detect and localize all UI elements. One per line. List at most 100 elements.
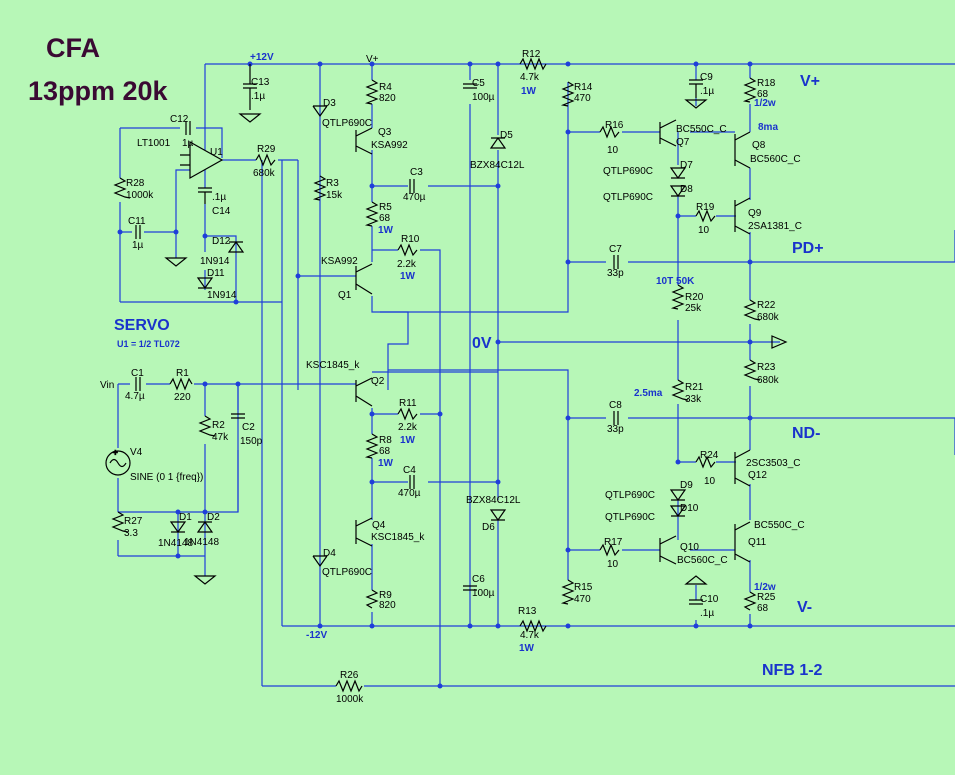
r10-power: 1W [400,271,416,282]
r23-symbol [743,359,761,381]
c12-symbol [185,121,191,135]
r3-ref: R3 [326,178,339,189]
c8-val: 33p [607,424,624,435]
r8-symbol [364,433,379,459]
r18-symbol [742,77,757,103]
r17-val: 10 [607,559,619,570]
r14-val: 470 [574,93,591,104]
r10-ref: R10 [401,234,420,245]
r11-ref: R11 [399,398,417,409]
d5-symbol [489,136,507,149]
r5-val: 68 [379,213,391,224]
net-nfb: NFB 1-2 [762,662,823,679]
d2-ref: D2 [207,512,220,523]
r19-ref: R19 [696,202,715,213]
c6-ref: C6 [472,574,485,585]
c10-ref: C10 [700,594,719,605]
r28-val: 1000k [126,190,154,201]
q8-symbol [734,131,751,169]
v4-val: SINE (0 1 {freq}) [130,472,203,483]
d3-val: QTLP690C [322,118,372,129]
v4-source: + [105,447,131,476]
c5-ref: C5 [472,78,485,89]
r16-ref: R16 [605,120,624,131]
d10-val: QTLP690C [605,512,655,523]
q12-ref: Q12 [748,470,767,481]
q12-val: 2SC3503_C [746,458,800,469]
d5-ref: D5 [500,130,513,141]
note-pot: 10T 50K [656,276,695,287]
c10-val: .1µ [700,608,714,619]
r22-ref: R22 [757,300,776,311]
r2-ref: R2 [212,420,225,431]
d1-ref: D1 [179,512,192,523]
q11-val: BC550C_C [754,520,805,531]
net-pd-plus: PD+ [792,240,824,257]
d11-symbol [196,277,214,290]
r5-symbol [364,201,379,227]
r21-val: 33k [685,394,702,405]
r16-val: 10 [607,145,619,156]
d6-val: BZX84C12L [466,495,521,506]
d8-ref: D8 [680,184,693,195]
r21-ref: R21 [685,382,704,393]
note-half-w-bottom: 1/2w [754,582,776,593]
r20-ref: R20 [685,292,704,303]
q11-ref: Q11 [748,537,767,548]
q1-ref: Q1 [338,290,352,301]
q3-ref: Q3 [378,127,392,138]
net-nd-minus: ND- [792,425,820,442]
q8-val: BC560C_C [750,154,801,165]
q10-ref: Q10 [680,542,699,553]
r2-symbol [198,415,216,437]
r25-val: 68 [757,603,769,614]
d5-val: BZX84C12L [470,160,525,171]
d10-ref: D10 [680,503,699,514]
r22-symbol [743,299,761,321]
d9-symbol [669,489,687,502]
r9-val: 820 [379,600,396,611]
d11-val: 1N914 [207,290,237,301]
note-2-5ma: 2.5ma [634,388,663,399]
q7-symbol [659,119,677,147]
v4-ref: V4 [130,447,143,458]
servo-title: SERVO [114,317,170,334]
r26-symbol [335,679,363,693]
q9-symbol [734,197,751,235]
net-vplus: V+ [800,73,820,90]
c13-ref: C13 [251,77,270,88]
q2-val: KSC1845_k [306,360,360,371]
r13-val: 4.7k [520,630,540,641]
r26-ref: R26 [340,670,359,681]
rail-vplus-top: V+ [366,54,379,65]
r24-ref: R24 [700,450,719,461]
c10-symbol [689,599,703,605]
c5-symbol [463,83,477,89]
r4-val: 820 [379,93,396,104]
r29-symbol [255,153,276,167]
title-line1: CFA [46,33,100,63]
wires [117,63,955,687]
r11-power: 1W [400,435,416,446]
c7-ref: C7 [609,244,622,255]
c14-symbol [198,187,212,204]
d8-symbol [669,185,687,198]
r12-ref: R12 [522,49,541,60]
r5-power: 1W [378,225,394,236]
r14-ref: R14 [574,82,593,93]
component-labels: C12 1µ LT1001 U1 R29 680k R28 1000k .1µ … [124,49,805,705]
c11-val: 1µ [132,240,144,251]
r23-val: 680k [757,375,780,386]
r16-symbol [599,125,620,139]
r14-symbol [560,81,575,107]
c13-symbol [243,64,257,110]
q7-val: BC550C_C [676,124,727,135]
r4-symbol [364,79,379,105]
junctions [117,61,753,689]
d12-ref: D12 [212,236,231,247]
r15-val: 470 [574,594,591,605]
r1-symbol [169,377,193,391]
u1-ref: U1 [210,147,223,158]
d1-val: 1N4148 [158,538,193,549]
titles: CFA 13ppm 20k [28,33,169,106]
